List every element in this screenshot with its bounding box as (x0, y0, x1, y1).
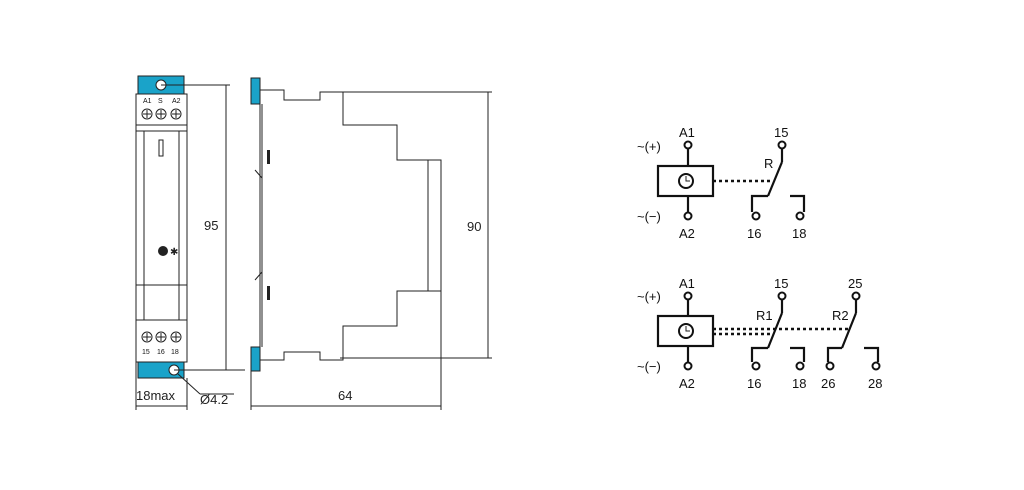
sch2-15-label: 15 (774, 276, 788, 291)
sch1-relay-label: R (764, 156, 773, 171)
term-a2: A2 (172, 98, 181, 105)
sch2-a2-label: A2 (679, 376, 695, 391)
sch2-contact-1 (766, 312, 784, 349)
sch2-26-label: 26 (821, 376, 835, 391)
sch2-25-label: 25 (848, 276, 862, 291)
hole-diameter-label: Ø4.2 (200, 392, 228, 407)
sch2-r1-label: R1 (756, 308, 773, 323)
sch1-18-label: 18 (792, 226, 806, 241)
sch2-18-label: 18 (792, 376, 806, 391)
sch1-supply-neg: ~(−) (637, 209, 661, 224)
dim-90-label: 90 (467, 219, 481, 234)
sch2-r2-label: R2 (832, 308, 849, 323)
sch1-16-label: 16 (747, 226, 761, 241)
sch2-28-label: 28 (868, 376, 882, 391)
sch2-supply-pos: ~(+) (637, 289, 661, 304)
dim-18max-label: 18max (136, 388, 176, 403)
term-18: 18 (171, 349, 179, 356)
sch1-a2-label: A2 (679, 226, 695, 241)
side-view: 90 64 (250, 77, 492, 410)
sch1-supply-pos: ~(+) (637, 139, 661, 154)
sch2-contact-2 (840, 312, 858, 349)
front-view: A1 S A2 ✱ 15 16 18 95 18max (135, 75, 245, 410)
side-profile (259, 89, 442, 361)
bottom-screws (141, 331, 182, 343)
sch1-contact (766, 161, 784, 197)
dim-64-label: 64 (338, 388, 352, 403)
sch1-a1-label: A1 (679, 125, 695, 140)
top-screws (141, 108, 182, 120)
term-s: S (158, 98, 163, 105)
term-16: 16 (157, 349, 165, 356)
term-a1: A1 (143, 98, 152, 105)
sch2-16-label: 16 (747, 376, 761, 391)
term-15: 15 (142, 349, 150, 356)
side-top-clip (250, 77, 261, 105)
side-bottom-clip (250, 346, 261, 372)
sch2-supply-neg: ~(−) (637, 359, 661, 374)
bluetooth-icon: ✱ (170, 247, 178, 258)
schematic-single: A1 ~(+) ~(−) A2 15 R 16 18 (637, 125, 806, 241)
sch1-15-label: 15 (774, 125, 788, 140)
sch2-a1-label: A1 (679, 276, 695, 291)
led-indicator (158, 246, 168, 256)
indicator-slot (158, 139, 164, 157)
schematic-double: A1 ~(+) ~(−) A2 15 R1 16 18 25 R2 26 (637, 276, 882, 391)
dim-95-label: 95 (204, 218, 218, 233)
